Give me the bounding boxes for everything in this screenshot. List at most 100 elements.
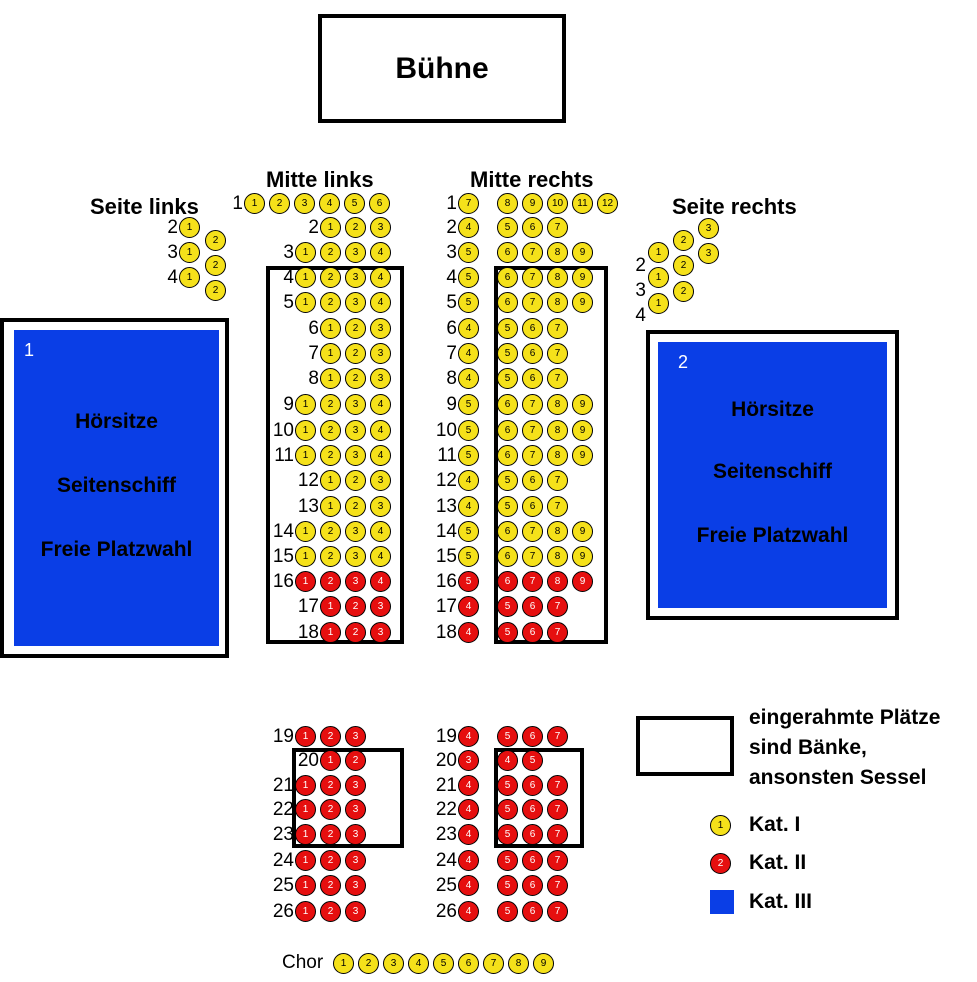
seat-ml-r18-1[interactable]: 1 [320, 622, 341, 643]
seat-mr-r4-7[interactable]: 7 [522, 267, 543, 288]
seat-mr-r16-5[interactable]: 5 [458, 571, 479, 592]
seat-chor-6[interactable]: 6 [458, 953, 479, 974]
seat-ml-r15-1[interactable]: 1 [295, 546, 316, 567]
seat-ml-r9-2[interactable]: 2 [320, 394, 341, 415]
seat-mr-r18-4[interactable]: 4 [458, 622, 479, 643]
seat-ml-r26-3[interactable]: 3 [345, 901, 366, 922]
seat-sl-r2-2[interactable]: 2 [205, 230, 226, 251]
block-1[interactable]: 1 Hörsitze Seitenschiff Freie Platzwahl [0, 318, 229, 658]
seat-mr-r14-6[interactable]: 6 [497, 521, 518, 542]
seat-ml-r22-3[interactable]: 3 [345, 799, 366, 820]
seat-mr-r1-9[interactable]: 9 [522, 193, 543, 214]
seat-mr-r15-7[interactable]: 7 [522, 546, 543, 567]
seat-ml-r6-2[interactable]: 2 [345, 318, 366, 339]
seat-mr-r3-9[interactable]: 9 [572, 242, 593, 263]
seat-mr-r22-5[interactable]: 5 [497, 799, 518, 820]
seat-mr-r11-9[interactable]: 9 [572, 445, 593, 466]
seat-mr-r10-5[interactable]: 5 [458, 420, 479, 441]
seat-chor-9[interactable]: 9 [533, 953, 554, 974]
seat-ml-r2-2[interactable]: 2 [345, 217, 366, 238]
seat-mr-r14-9[interactable]: 9 [572, 521, 593, 542]
seat-ml-r11-2[interactable]: 2 [320, 445, 341, 466]
seat-ml-r1-6[interactable]: 6 [369, 193, 390, 214]
seat-sl-r4-2[interactable]: 2 [205, 280, 226, 301]
seat-mr-r14-5[interactable]: 5 [458, 521, 479, 542]
seat-mr-r1-8[interactable]: 8 [497, 193, 518, 214]
seat-mr-r21-7[interactable]: 7 [547, 775, 568, 796]
seat-ml-r9-4[interactable]: 4 [370, 394, 391, 415]
seat-ml-r16-3[interactable]: 3 [345, 571, 366, 592]
seat-ml-r17-1[interactable]: 1 [320, 596, 341, 617]
seat-mr-r4-9[interactable]: 9 [572, 267, 593, 288]
seat-mr-r10-9[interactable]: 9 [572, 420, 593, 441]
seat-sl-r3-1[interactable]: 1 [179, 242, 200, 263]
seat-ml-r18-3[interactable]: 3 [370, 622, 391, 643]
seat-mr-r9-7[interactable]: 7 [522, 394, 543, 415]
seat-mr-r10-8[interactable]: 8 [547, 420, 568, 441]
seat-mr-r24-7[interactable]: 7 [547, 850, 568, 871]
seat-mr-r21-6[interactable]: 6 [522, 775, 543, 796]
seat-ml-r24-3[interactable]: 3 [345, 850, 366, 871]
seat-ml-r13-3[interactable]: 3 [370, 496, 391, 517]
seat-mr-r7-5[interactable]: 5 [497, 343, 518, 364]
seat-mr-r21-4[interactable]: 4 [458, 775, 479, 796]
seat-ml-r3-3[interactable]: 3 [345, 242, 366, 263]
seat-chor-1[interactable]: 1 [333, 953, 354, 974]
seat-mr-r25-6[interactable]: 6 [522, 875, 543, 896]
seat-mr-r3-5[interactable]: 5 [458, 242, 479, 263]
seat-chor-8[interactable]: 8 [508, 953, 529, 974]
seat-ml-r5-2[interactable]: 2 [320, 292, 341, 313]
seat-ml-r19-2[interactable]: 2 [320, 726, 341, 747]
seat-ml-r16-2[interactable]: 2 [320, 571, 341, 592]
seat-ml-r1-4[interactable]: 4 [319, 193, 340, 214]
seat-ml-r2-1[interactable]: 1 [320, 217, 341, 238]
seat-ml-r25-1[interactable]: 1 [295, 875, 316, 896]
seat-mr-r22-4[interactable]: 4 [458, 799, 479, 820]
seat-ml-r24-2[interactable]: 2 [320, 850, 341, 871]
seat-mr-r18-6[interactable]: 6 [522, 622, 543, 643]
seat-ml-r10-3[interactable]: 3 [345, 420, 366, 441]
seat-mr-r24-5[interactable]: 5 [497, 850, 518, 871]
seat-mr-r6-4[interactable]: 4 [458, 318, 479, 339]
seat-mr-r9-6[interactable]: 6 [497, 394, 518, 415]
seat-mr-r26-5[interactable]: 5 [497, 901, 518, 922]
seat-mr-r20-3[interactable]: 3 [458, 750, 479, 771]
seat-mr-r13-5[interactable]: 5 [497, 496, 518, 517]
seat-ml-r5-4[interactable]: 4 [370, 292, 391, 313]
seat-mr-r18-5[interactable]: 5 [497, 622, 518, 643]
seat-sr-r3-2[interactable]: 2 [673, 255, 694, 276]
seat-ml-r1-3[interactable]: 3 [294, 193, 315, 214]
seat-mr-r14-8[interactable]: 8 [547, 521, 568, 542]
seat-ml-r6-3[interactable]: 3 [370, 318, 391, 339]
seat-mr-r5-8[interactable]: 8 [547, 292, 568, 313]
seat-ml-r10-1[interactable]: 1 [295, 420, 316, 441]
seat-ml-r8-2[interactable]: 2 [345, 368, 366, 389]
seat-ml-r7-3[interactable]: 3 [370, 343, 391, 364]
seat-ml-r4-2[interactable]: 2 [320, 267, 341, 288]
seat-ml-r8-3[interactable]: 3 [370, 368, 391, 389]
seat-ml-r1-2[interactable]: 2 [269, 193, 290, 214]
seat-ml-r18-2[interactable]: 2 [345, 622, 366, 643]
seat-mr-r10-6[interactable]: 6 [497, 420, 518, 441]
seat-ml-r6-1[interactable]: 1 [320, 318, 341, 339]
seat-ml-r13-1[interactable]: 1 [320, 496, 341, 517]
seat-mr-r20-4[interactable]: 4 [497, 750, 518, 771]
seat-ml-r22-1[interactable]: 1 [295, 799, 316, 820]
seat-ml-r21-3[interactable]: 3 [345, 775, 366, 796]
seat-sr-r3-1[interactable]: 1 [648, 267, 669, 288]
seat-ml-r15-3[interactable]: 3 [345, 546, 366, 567]
seat-mr-r16-8[interactable]: 8 [547, 571, 568, 592]
seat-ml-r21-2[interactable]: 2 [320, 775, 341, 796]
seat-mr-r4-5[interactable]: 5 [458, 267, 479, 288]
seat-mr-r18-7[interactable]: 7 [547, 622, 568, 643]
seat-mr-r23-7[interactable]: 7 [547, 824, 568, 845]
seat-ml-r17-3[interactable]: 3 [370, 596, 391, 617]
seat-sr-r4-1[interactable]: 1 [648, 293, 669, 314]
seat-chor-7[interactable]: 7 [483, 953, 504, 974]
seat-mr-r22-6[interactable]: 6 [522, 799, 543, 820]
seat-mr-r5-9[interactable]: 9 [572, 292, 593, 313]
seat-mr-r2-7[interactable]: 7 [547, 217, 568, 238]
seat-ml-r10-2[interactable]: 2 [320, 420, 341, 441]
seat-mr-r19-6[interactable]: 6 [522, 726, 543, 747]
seat-mr-r9-8[interactable]: 8 [547, 394, 568, 415]
